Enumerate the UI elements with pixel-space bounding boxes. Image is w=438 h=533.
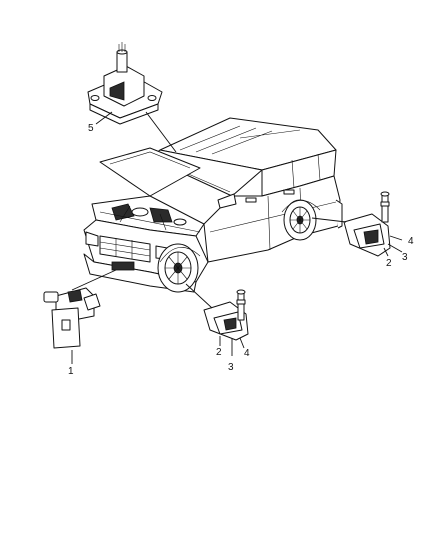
rear-wheel <box>283 199 317 241</box>
callout-4-front: 4 <box>244 348 250 359</box>
tpms-sensor-front <box>203 289 249 341</box>
leader-lines <box>71 111 403 364</box>
callout-1: 1 <box>68 366 74 377</box>
callout-4-rear: 4 <box>408 236 414 247</box>
tpms-sensor-rear <box>343 191 391 257</box>
callout-labels: 5 1 2 3 4 2 3 4 <box>68 123 414 377</box>
callout-3-rear: 3 <box>402 252 408 263</box>
callout-2-rear: 2 <box>386 258 392 269</box>
callout-2-front: 2 <box>216 347 222 358</box>
sensor-module-part-1 <box>43 287 101 349</box>
front-wheel <box>157 243 199 293</box>
vehicle-illustration <box>83 117 343 293</box>
callout-3-front: 3 <box>228 362 234 373</box>
callout-5: 5 <box>88 123 94 134</box>
receiver-module-part-5 <box>87 42 163 125</box>
